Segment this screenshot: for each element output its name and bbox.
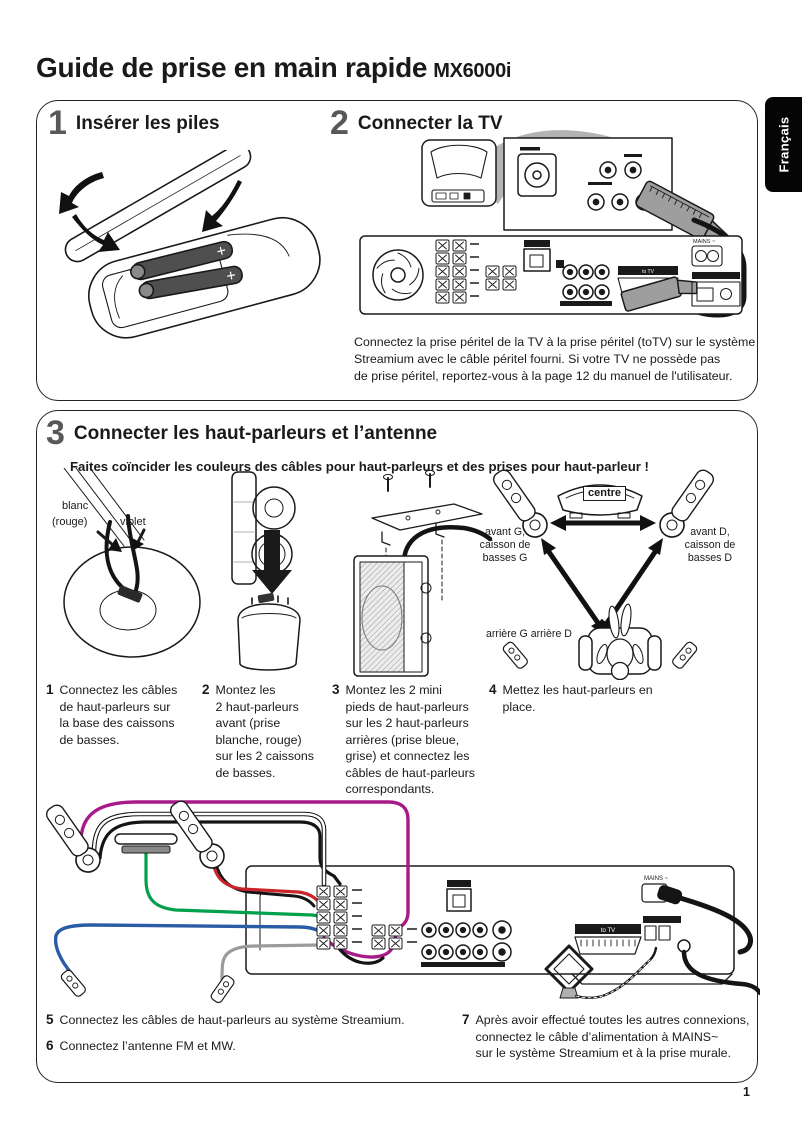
section2-number: 2: [330, 104, 349, 142]
svg-text:to TV: to TV: [642, 269, 655, 275]
step-6: 6 Connectez l’antenne FM et MW.: [46, 1038, 426, 1055]
ethernet-port-icon: [446, 880, 472, 912]
cable-red: [210, 854, 320, 903]
step-text: Mettez les haut-parleurs en place.: [502, 683, 653, 714]
step-text: Montez les 2 mini pieds de haut-parleurs…: [345, 683, 476, 796]
cable-white: [92, 812, 326, 886]
tv-panel-icon: [503, 137, 673, 231]
svg-text:to TV: to TV: [601, 928, 615, 934]
section3-header: 3 Connecter les haut-parleurs et l’anten…: [46, 414, 438, 452]
speaker-terminals-icon: [435, 239, 517, 304]
step-text: Connectez l’antenne FM et MW.: [59, 1039, 236, 1053]
rear-left-speaker-icon: [501, 639, 530, 671]
step-1: 1 Connectez les câbles de haut-parleurs …: [46, 682, 204, 748]
step-7: 7 Après avoir effectué toutes les autres…: [462, 1012, 762, 1062]
scart-socket-icon: to TV: [574, 924, 642, 955]
step-number: 6: [46, 1038, 54, 1053]
fm-antenna-cable: [681, 949, 760, 996]
section1-number: 1: [48, 104, 67, 142]
tv-back-icon: [421, 139, 497, 207]
speaker-placement-diagram: [487, 468, 720, 680]
speaker-terminals-icon: [316, 885, 417, 950]
label-avant-d: avant D, caisson de basses D: [684, 526, 736, 564]
step-text: Après avoir effectué toutes les autres c…: [475, 1013, 750, 1060]
battery-cover-icon: [64, 150, 252, 263]
centre-speaker-icon: [114, 833, 178, 854]
mains-cable: [677, 895, 753, 955]
section1-title: Insérer les piles: [75, 113, 220, 134]
rear-speaker-bracket-icon: [353, 469, 493, 677]
label-avant-g: avant G, caisson de basses G: [479, 526, 531, 564]
label-centre: centre: [583, 486, 627, 501]
rca-jacks-icon: [421, 920, 512, 967]
step-text: Montez les 2 haut-parleurs avant (prise …: [215, 683, 314, 780]
direction-arrow-icon: [59, 172, 242, 252]
section2-header: 2 Connecter la TV: [330, 104, 503, 142]
cable-black: [214, 862, 316, 908]
listener-armchair-icon: [578, 603, 662, 680]
ethernet-port-icon: [523, 240, 551, 272]
section2-title: Connecter la TV: [357, 113, 503, 134]
mw-loop-antenna-icon: [544, 944, 658, 1000]
battery-icon: [129, 240, 234, 281]
label-arriere: arrière G arrière D: [486, 628, 572, 640]
step-number: 5: [46, 1012, 54, 1027]
step-number: 4: [489, 682, 497, 697]
step-4: 4 Mettez les haut-parleurs en place.: [489, 682, 703, 715]
rear-right-speaker-icon: [208, 973, 237, 1005]
svg-text:MAINS ~: MAINS ~: [693, 239, 715, 245]
step-2: 2 Montez les 2 haut-parleurs avant (pris…: [202, 682, 334, 781]
page-number: 1: [743, 1085, 750, 1099]
mains-socket-icon: MAINS ~: [641, 876, 753, 955]
cable-green: [144, 851, 321, 918]
bottom-section-box: [36, 410, 758, 1083]
remote-control-illustration: [59, 150, 321, 339]
antenna-terminals-icon: [691, 272, 741, 307]
receiver-back-panel-icon: to TV MAINS ~: [359, 235, 743, 315]
rear-right-speaker-icon: [670, 639, 699, 671]
language-tab-label: Français: [776, 116, 791, 173]
step-number: 7: [462, 1012, 470, 1027]
step-text: Connectez les câbles de haut-parleurs su…: [59, 683, 178, 747]
page-title-text: Guide de prise en main rapide: [36, 52, 428, 83]
section2-body: Connectez la prise péritel de la TV à la…: [354, 335, 756, 383]
battery-icon: [138, 265, 243, 300]
step-5: 5 Connectez les câbles de haut-parleurs …: [46, 1012, 426, 1029]
step-number: 1: [46, 682, 54, 697]
fan-icon: [372, 249, 424, 302]
model-number: MX6000i: [433, 60, 512, 82]
antenna-terminals-icon: [643, 916, 760, 996]
cable-grey: [220, 943, 321, 982]
step-3: 3 Montez les 2 mini pieds de haut-parleu…: [332, 682, 494, 798]
wiring-diagram: to TV MAINS ~: [40, 795, 760, 1005]
speaker-cable: [401, 525, 493, 563]
cable-blue: [53, 923, 321, 976]
section3-title: Connecter les haut-parleurs et l’antenne: [73, 423, 438, 444]
step-number: 3: [332, 682, 340, 697]
label-violet: violet: [120, 516, 146, 528]
front-speaker-mount-icon: [231, 471, 301, 671]
top-section-box: [36, 100, 758, 401]
subwoofer-base-icon: [63, 468, 201, 658]
rca-jacks-icon: [556, 260, 612, 306]
down-arrow-icon: [252, 530, 292, 594]
power-plug-icon: [657, 885, 683, 905]
placement-arrows: [541, 515, 663, 636]
section1-header: 1 Insérer les piles: [48, 104, 220, 142]
svg-text:MAINS ~: MAINS ~: [644, 876, 669, 882]
label-rouge: (rouge): [52, 516, 88, 528]
language-tab: Français: [765, 97, 802, 192]
section3-number: 3: [46, 414, 65, 452]
tv-connection-illustration: to TV MAINS ~: [359, 130, 747, 318]
cable-magenta: [79, 800, 410, 931]
step-text: Connectez les câbles de haut-parleurs au…: [59, 1013, 405, 1027]
mains-socket-icon: MAINS ~: [691, 239, 723, 267]
label-blanc: blanc: [62, 500, 89, 512]
step-number: 2: [202, 682, 210, 697]
rear-left-speaker-icon: [59, 967, 88, 999]
speaker-assembly-illustrations: [63, 468, 720, 680]
